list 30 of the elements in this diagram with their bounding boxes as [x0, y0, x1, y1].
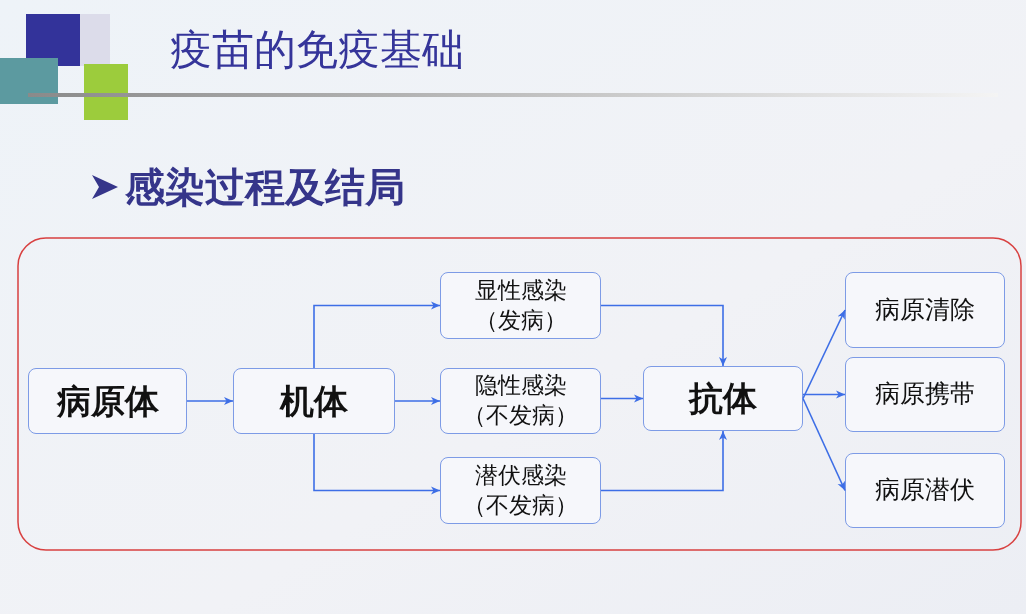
process-box	[845, 357, 1005, 432]
process-box	[440, 272, 601, 339]
arrow	[600, 430, 727, 492]
process-box	[28, 368, 187, 434]
arrow	[313, 301, 441, 369]
box-text: 病原潜伏	[874, 474, 976, 507]
box-text: 病原携带	[874, 378, 976, 411]
slide-title: 疫苗的免疫基础	[170, 24, 464, 76]
section-heading: 感染过程及结局	[125, 163, 405, 212]
box-text: 隐性感染（不发病）	[462, 371, 579, 430]
arrow	[600, 304, 727, 367]
arrow	[802, 390, 846, 399]
arrow	[186, 397, 234, 405]
arrow	[802, 397, 846, 492]
arrow	[600, 394, 644, 403]
arrow	[313, 433, 441, 495]
box-text: 病原清除	[874, 293, 976, 326]
box-text: 潜伏感染（不发病）	[462, 460, 579, 520]
arrow	[394, 397, 441, 405]
box-text: 机体	[278, 379, 349, 423]
process-box	[440, 457, 601, 524]
process-box	[233, 368, 395, 434]
process-box	[845, 272, 1005, 348]
process-box	[845, 453, 1005, 528]
box-text: 抗体	[687, 377, 758, 421]
process-box	[440, 368, 601, 434]
box-text: 病原体	[55, 379, 160, 423]
box-text: 显性感染（发病）	[473, 275, 568, 335]
arrow	[802, 309, 846, 400]
process-box	[643, 366, 803, 431]
